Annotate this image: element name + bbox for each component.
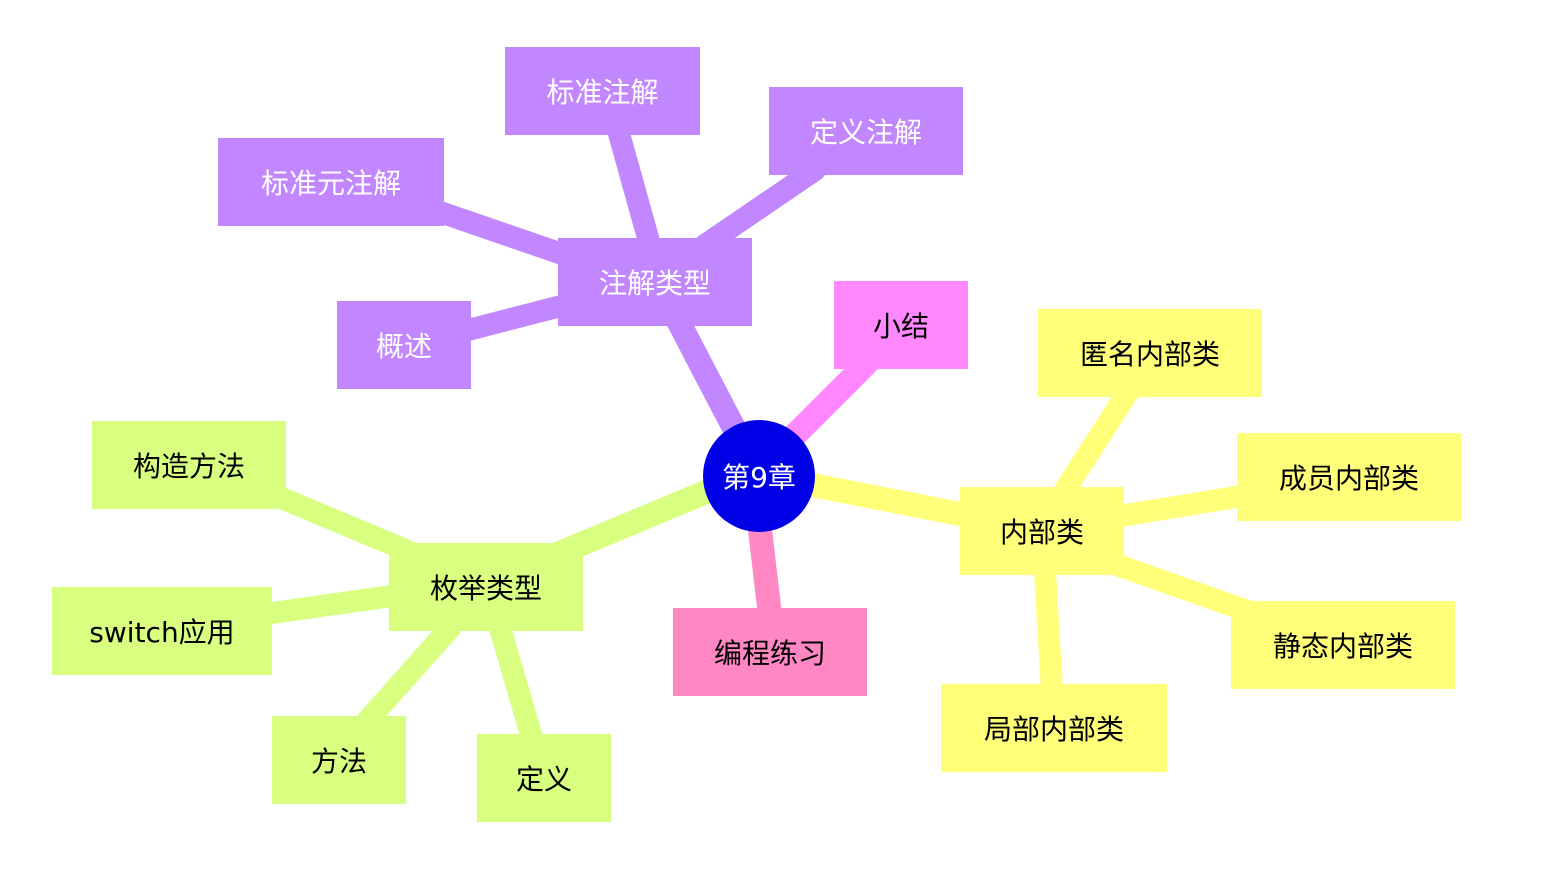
- root-label: 第9章: [722, 461, 796, 494]
- node-label: 局部内部类: [983, 713, 1124, 746]
- node-enum-type[interactable]: 枚举类型: [389, 543, 583, 631]
- node-standard-annotation[interactable]: 标准注解: [505, 47, 700, 135]
- link-inner-anonymous: [1054, 381, 1139, 501]
- link-inner-local: [1034, 561, 1063, 701]
- node-label: 编程练习: [713, 637, 826, 670]
- node-label: 概述: [375, 330, 432, 363]
- node-label: 方法: [310, 745, 367, 778]
- node-define-annotation[interactable]: 定义注解: [769, 87, 963, 175]
- node-label: 枚举类型: [429, 572, 542, 605]
- link-annotation-meta: [429, 201, 576, 266]
- node-standard-meta-annotation[interactable]: 标准元注解: [218, 138, 444, 226]
- node-definition[interactable]: 定义: [477, 734, 611, 822]
- link-annotation-define: [694, 159, 826, 256]
- node-label: 内部类: [999, 516, 1084, 549]
- node-constructor[interactable]: 构造方法: [92, 421, 286, 509]
- node-label: 成员内部类: [1278, 462, 1419, 495]
- node-label: 匿名内部类: [1079, 338, 1220, 371]
- node-label: 静态内部类: [1272, 630, 1413, 663]
- node-member-inner-class[interactable]: 成员内部类: [1237, 433, 1461, 521]
- node-exercise[interactable]: 编程练习: [673, 608, 867, 696]
- node-anonymous-inner-class[interactable]: 匿名内部类: [1038, 309, 1262, 397]
- link-enum-constructor: [261, 483, 421, 563]
- node-static-inner-class[interactable]: 静态内部类: [1231, 601, 1455, 689]
- node-local-inner-class[interactable]: 局部内部类: [941, 684, 1167, 772]
- node-summary[interactable]: 小结: [834, 281, 968, 369]
- link-enum-definition: [489, 617, 543, 749]
- root-node[interactable]: 第9章: [703, 420, 815, 532]
- node-switch-usage[interactable]: switch应用: [52, 587, 272, 675]
- link-root-inner-class: [800, 473, 977, 527]
- node-label: switch应用: [89, 616, 235, 649]
- link-enum-method: [357, 617, 461, 731]
- node-label: 定义注解: [809, 116, 922, 149]
- link-root-annotation: [663, 303, 747, 442]
- node-label: 标准注解: [546, 76, 659, 109]
- node-label: 标准元注解: [260, 167, 401, 200]
- link-inner-static: [1109, 555, 1261, 623]
- node-label: 构造方法: [132, 450, 245, 483]
- node-annotation-types[interactable]: 注解类型: [558, 238, 752, 326]
- link-root-summary: [783, 348, 882, 447]
- node-overview[interactable]: 概述: [337, 301, 471, 389]
- link-enum-switch: [261, 585, 403, 624]
- link-inner-member: [1109, 485, 1253, 527]
- node-label: 注解类型: [598, 267, 711, 300]
- node-method[interactable]: 方法: [272, 716, 406, 804]
- node-label: 小结: [872, 310, 929, 343]
- link-annotation-overview: [457, 294, 576, 341]
- link-root-exercise: [748, 518, 782, 627]
- node-label: 定义: [515, 763, 572, 796]
- node-inner-class[interactable]: 内部类: [960, 487, 1124, 575]
- link-annotation-standard: [607, 119, 661, 256]
